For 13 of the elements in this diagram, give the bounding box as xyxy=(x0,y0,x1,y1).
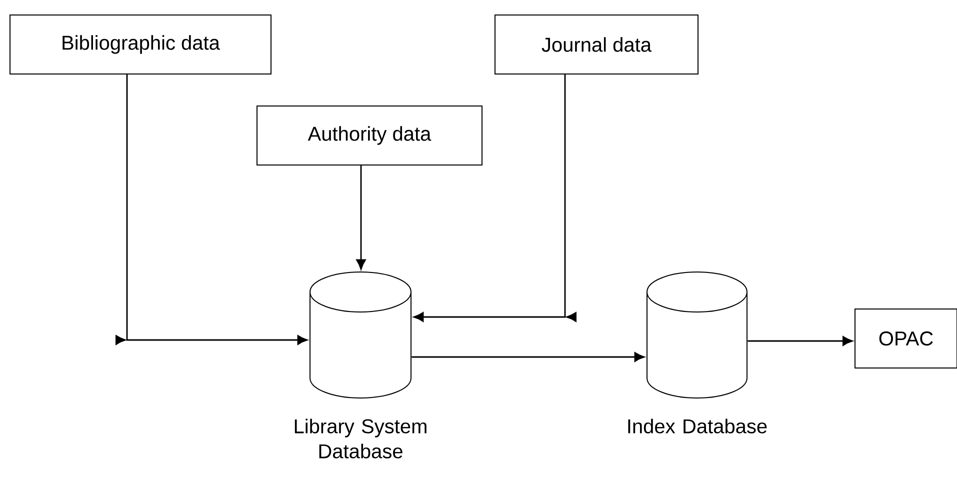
process-box: Authority data xyxy=(256,106,482,166)
node-label: Index Database xyxy=(628,418,767,434)
arrow xyxy=(748,336,853,346)
arrow xyxy=(356,166,366,270)
process-box: OPAC xyxy=(854,308,957,368)
process-box: Journal data xyxy=(494,14,698,74)
process-box: Bibliographic data xyxy=(10,14,272,74)
arrow xyxy=(412,352,645,362)
arrow xyxy=(413,74,576,322)
arrow xyxy=(116,74,308,345)
node-label: Library System Database xyxy=(294,418,426,458)
database-cylinder xyxy=(646,272,748,398)
database-cylinder xyxy=(310,272,412,398)
